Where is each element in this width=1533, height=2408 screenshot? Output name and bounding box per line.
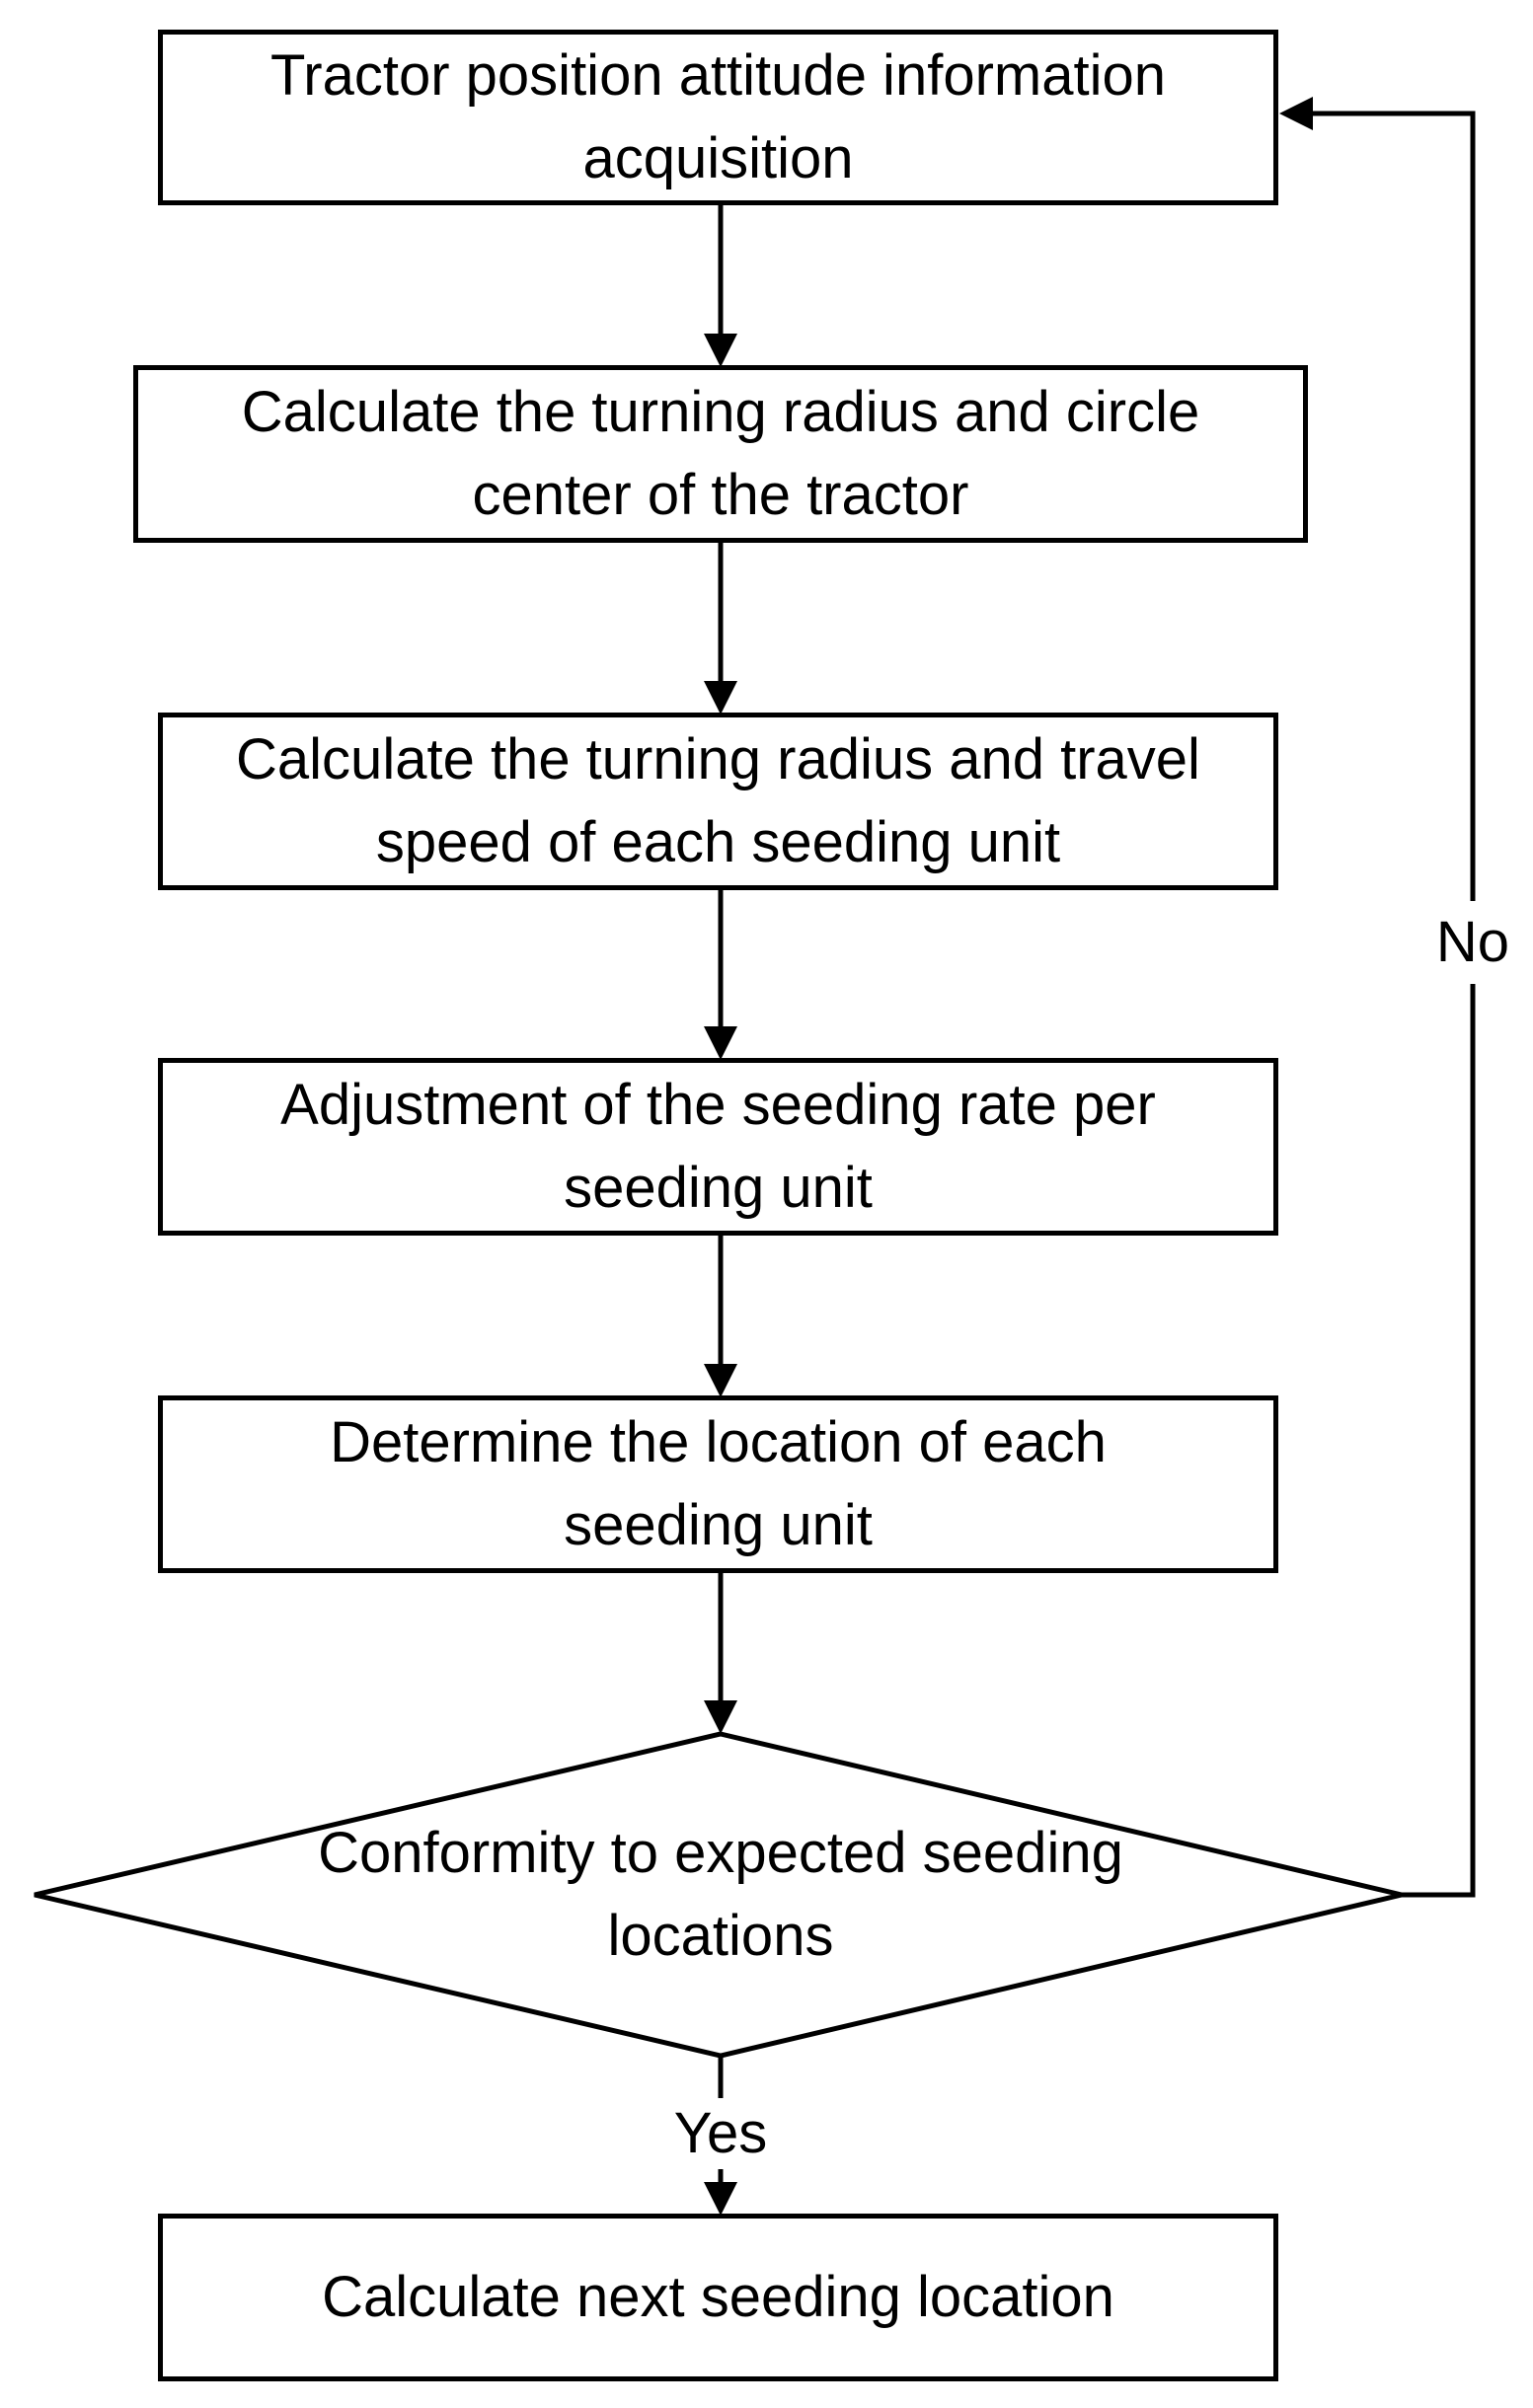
arrowhead-rate-adjustment-to-unit-location bbox=[704, 1364, 737, 1397]
yes-edge-label-text: Yes bbox=[673, 2101, 768, 2165]
no-feedback-line-lower bbox=[1402, 984, 1476, 1898]
arrowhead-yes-to-next-location bbox=[704, 2182, 737, 2216]
arrowhead-no-to-acquisition bbox=[1279, 97, 1313, 130]
process-box-tractor-turning: Calculate the turning radius and circle … bbox=[133, 365, 1308, 543]
process-box-unit-location: Determine the location of each seeding u… bbox=[158, 1395, 1278, 1573]
process-box-unit-location-label: Determine the location of each seeding u… bbox=[330, 1410, 1107, 1557]
process-box-unit-turning: Calculate the turning radius and travel … bbox=[158, 713, 1278, 890]
process-box-tractor-turning-label: Calculate the turning radius and circle … bbox=[241, 380, 1200, 527]
yes-edge-label: Yes bbox=[573, 2098, 869, 2169]
arrowhead-acquisition-to-tractor-turning bbox=[704, 334, 737, 367]
process-box-next-location: Calculate next seeding location bbox=[158, 2214, 1278, 2381]
decision-diamond-label: Conformity to expected seeding locations bbox=[133, 1812, 1308, 1978]
process-box-acquisition-label: Tractor position attitude information ac… bbox=[270, 43, 1166, 190]
no-edge-label: No bbox=[1374, 907, 1533, 978]
process-box-unit-turning-label: Calculate the turning radius and travel … bbox=[236, 727, 1200, 874]
arrowhead-tractor-turning-to-unit-turning bbox=[704, 681, 737, 715]
arrowhead-unit-location-to-decision bbox=[704, 1700, 737, 1734]
process-box-rate-adjustment: Adjustment of the seeding rate per seedi… bbox=[158, 1058, 1278, 1236]
process-box-next-location-label: Calculate next seeding location bbox=[322, 2265, 1114, 2329]
arrowhead-unit-turning-to-rate-adjustment bbox=[704, 1026, 737, 1060]
process-box-acquisition: Tractor position attitude information ac… bbox=[158, 30, 1278, 205]
no-feedback-line-upper bbox=[1313, 111, 1476, 901]
decision-diamond-label-text: Conformity to expected seeding locations bbox=[318, 1821, 1123, 1968]
no-edge-label-text: No bbox=[1435, 910, 1510, 974]
process-box-rate-adjustment-label: Adjustment of the seeding rate per seedi… bbox=[280, 1073, 1156, 1220]
